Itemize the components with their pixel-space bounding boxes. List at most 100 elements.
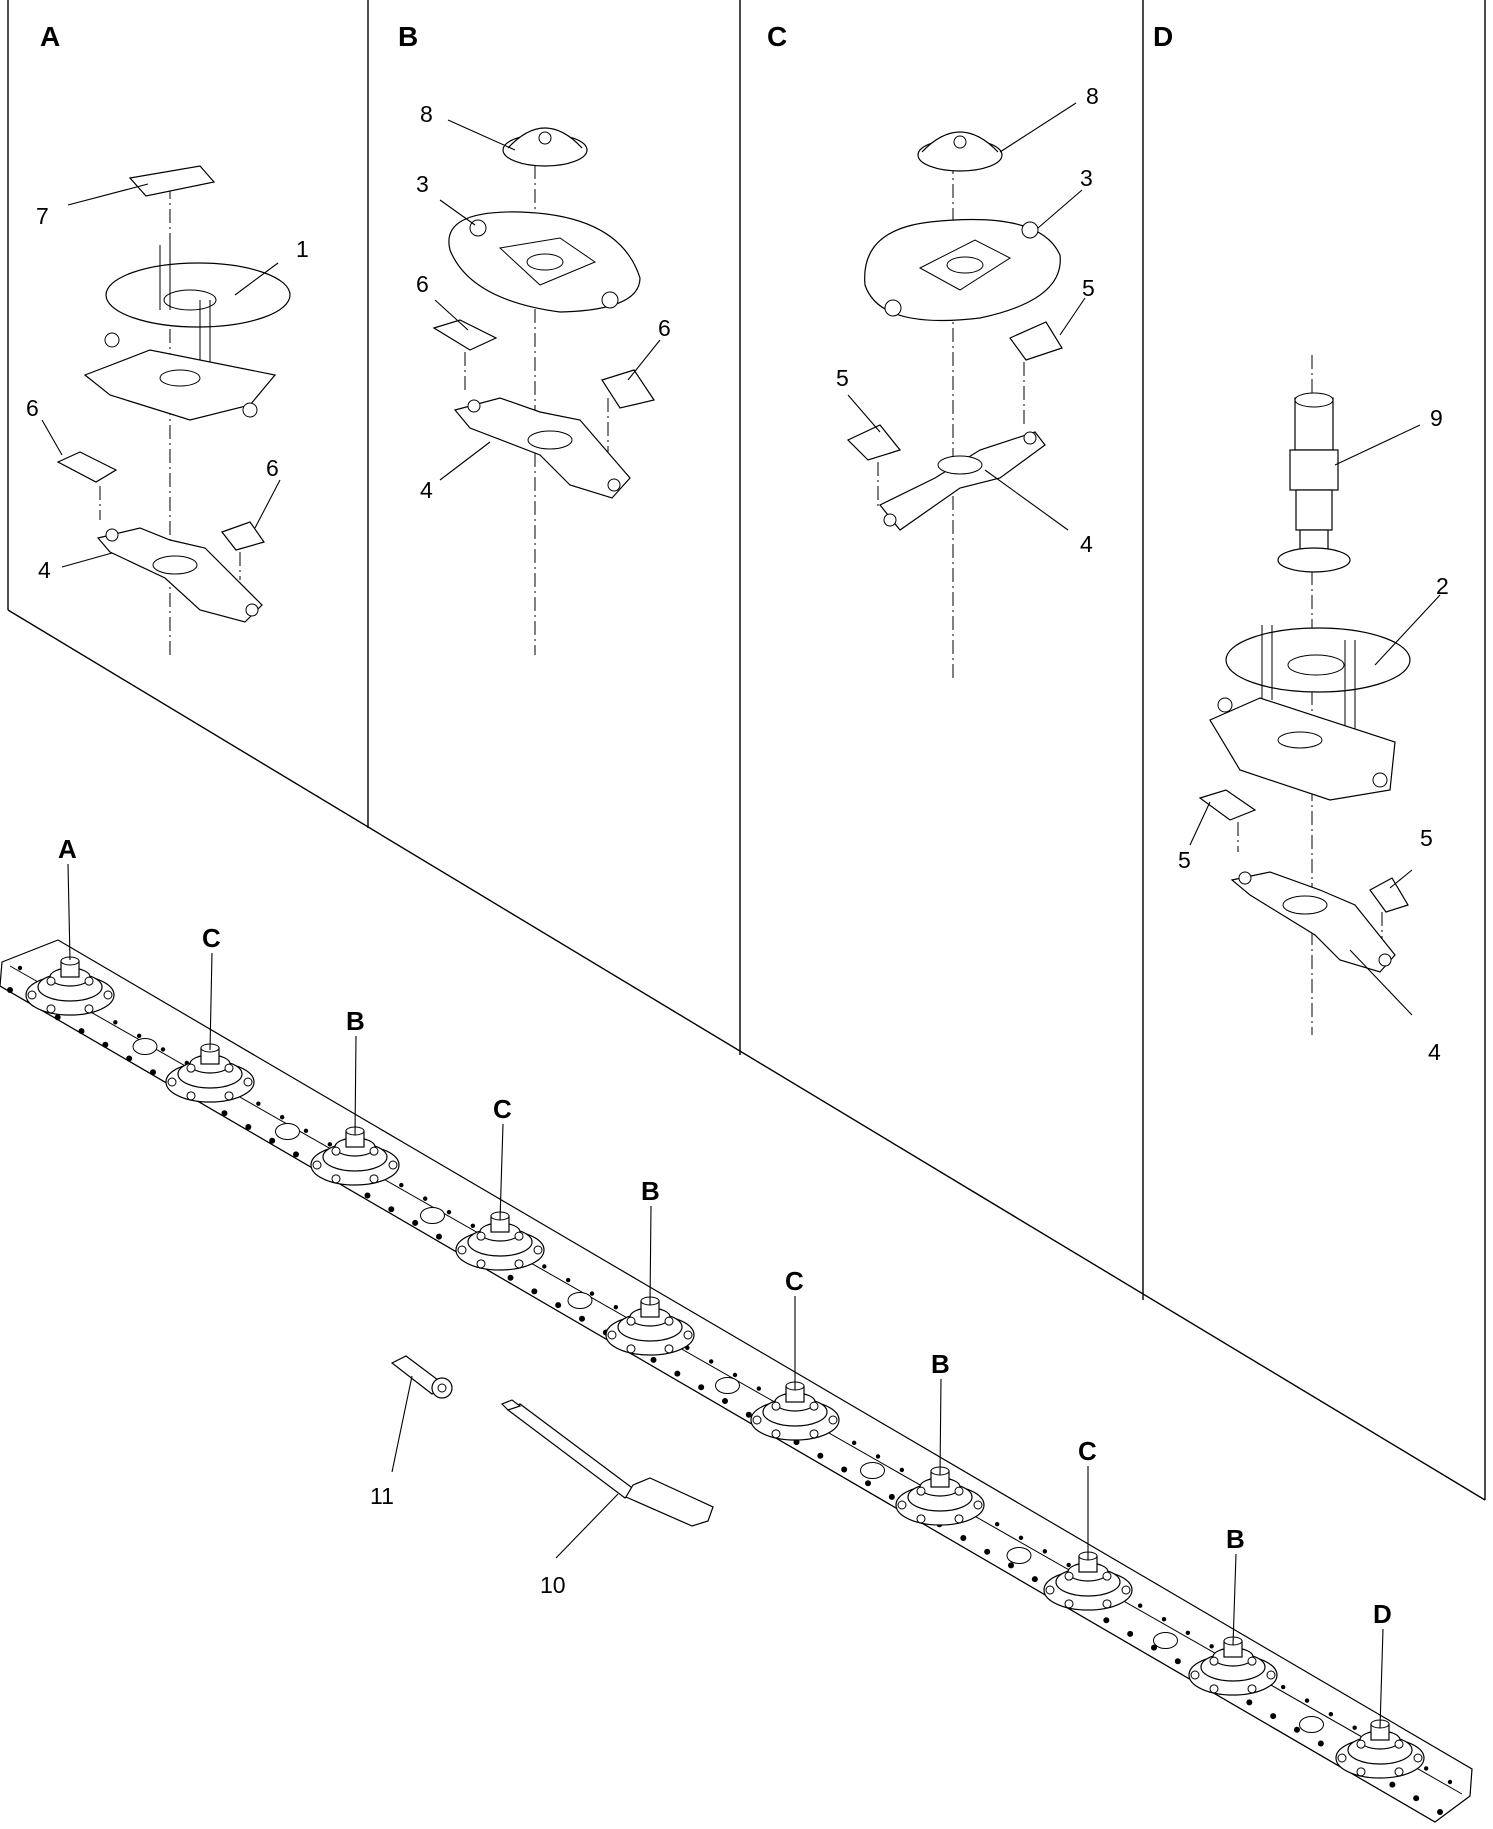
- bar-rivet: [851, 1440, 857, 1446]
- disc-4: [1230, 871, 1396, 973]
- cap-8: [502, 127, 588, 167]
- callout-a-1: 1: [296, 236, 309, 262]
- bar-rivet: [446, 1210, 452, 1215]
- callout-b-6-right: 6: [658, 315, 671, 341]
- bar-bolt: [888, 1493, 895, 1500]
- guard-assembly-2: [1209, 625, 1411, 801]
- bar-bolt: [150, 1069, 156, 1076]
- disc-4: [96, 527, 263, 623]
- callout-d-5-right: 5: [1420, 825, 1433, 851]
- bar-label: D: [1373, 1599, 1392, 1629]
- cap-8: [917, 131, 1003, 172]
- disc-hub: [310, 1126, 400, 1186]
- blade-5-right: [1009, 321, 1063, 361]
- bar-bolt: [1031, 1576, 1038, 1583]
- panel-frame: [7, 0, 1486, 1501]
- bar-label: C: [493, 1094, 512, 1124]
- cutter-bar-discs: [25, 956, 1425, 1779]
- bar-rivet: [1137, 1603, 1143, 1608]
- callout-b-4: 4: [420, 477, 433, 503]
- bar-label: B: [346, 1006, 365, 1036]
- bar-rivet: [994, 1522, 1000, 1527]
- bar-rivet: [113, 1020, 118, 1025]
- guard-3: [448, 211, 641, 313]
- panel-label-d: D: [1153, 21, 1173, 52]
- bar-rivet: [160, 1047, 166, 1052]
- panel-c-parts: [846, 131, 1063, 680]
- bar-hole: [715, 1377, 740, 1394]
- bar-bolt: [245, 1124, 252, 1130]
- callout-d-2: 2: [1436, 573, 1449, 599]
- bar-bolt: [1151, 1644, 1157, 1651]
- blade-5-left: [846, 424, 902, 461]
- bar-bolt: [650, 1356, 657, 1363]
- bar-rivet: [1185, 1630, 1191, 1635]
- disc-hub: [605, 1296, 695, 1356]
- bar-rivet: [1423, 1766, 1429, 1771]
- bar-rivet: [279, 1115, 285, 1120]
- bar-label: B: [1226, 1524, 1245, 1554]
- disc-hub: [165, 1043, 255, 1103]
- bar-hole: [1153, 1632, 1178, 1649]
- bar-rivet: [1161, 1617, 1167, 1622]
- blade-6-left: [432, 319, 498, 351]
- bar-bolt: [388, 1206, 395, 1213]
- callout-b-8: 8: [420, 101, 433, 127]
- bar-bolt: [531, 1288, 538, 1295]
- bar-rivet: [1280, 1684, 1286, 1690]
- callout-b-6-left: 6: [416, 271, 429, 297]
- callout-a-7: 7: [36, 203, 49, 229]
- bar-bolt: [412, 1219, 419, 1226]
- bar-rivet: [589, 1291, 595, 1296]
- blade-6-right: [221, 521, 265, 551]
- panel-label-c: C: [767, 21, 787, 52]
- bar-rivet: [899, 1467, 905, 1473]
- bar-hole: [132, 1038, 158, 1055]
- bar-bolt: [960, 1535, 967, 1541]
- bar-bolt: [1103, 1617, 1110, 1624]
- bar-label: C: [785, 1266, 804, 1296]
- bar-bolt: [722, 1398, 728, 1404]
- bar-rivet: [17, 965, 23, 971]
- blade-5-left: [1198, 789, 1257, 821]
- bar-bolt: [1317, 1740, 1324, 1747]
- bar-rivet: [136, 1033, 142, 1039]
- bar-bolt: [555, 1302, 562, 1309]
- disc-hub: [25, 956, 115, 1016]
- bar-bolt: [698, 1384, 705, 1391]
- bar-rivet: [256, 1101, 261, 1106]
- bar-bolt: [507, 1274, 514, 1281]
- bar-bolt: [293, 1151, 299, 1158]
- bar-rivet: [422, 1196, 428, 1201]
- bar-rivet: [303, 1128, 309, 1134]
- bar-label-leader: [67, 863, 71, 961]
- panel-b-parts: [432, 127, 655, 655]
- bar-bolt: [1437, 1809, 1443, 1815]
- bar-rivet: [1304, 1698, 1310, 1703]
- bar-bolt: [126, 1055, 133, 1062]
- bar-rivet: [399, 1182, 404, 1188]
- bar-bolt: [102, 1041, 109, 1048]
- disc-hub: [895, 1466, 985, 1526]
- callout-a-6-right: 6: [266, 455, 279, 481]
- bar-bolt: [1413, 1795, 1420, 1802]
- bar-bolt: [1389, 1781, 1396, 1788]
- bar-bolt: [1270, 1713, 1277, 1720]
- callout-d-4: 4: [1428, 1039, 1441, 1065]
- bar-label-leader: [209, 952, 213, 1051]
- bar-bolt: [269, 1137, 276, 1144]
- blade-changing-tool-10: [500, 1399, 714, 1527]
- callout-a-4: 4: [38, 557, 51, 583]
- bar-rivet: [1328, 1711, 1334, 1717]
- panel-label-b: B: [398, 21, 418, 52]
- bar-bolt: [54, 1014, 61, 1021]
- bar-hole: [420, 1207, 445, 1224]
- bar-hole: [275, 1123, 300, 1140]
- callout-c-4: 4: [1080, 531, 1093, 557]
- drive-coupling-9: [1277, 392, 1351, 573]
- cover-plate-7: [128, 165, 216, 197]
- blade-6-right: [601, 369, 655, 409]
- callout-a-6-left: 6: [26, 395, 39, 421]
- bar-label-leader: [649, 1205, 652, 1306]
